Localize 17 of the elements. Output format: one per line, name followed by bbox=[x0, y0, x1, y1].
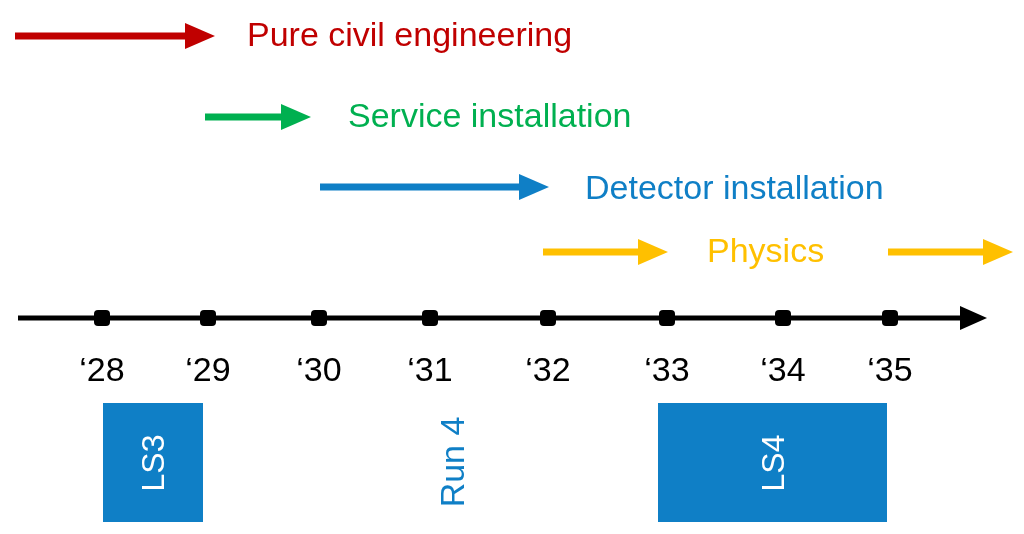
box-label: LS3 bbox=[137, 434, 169, 491]
year-label: ‘35 bbox=[866, 352, 914, 386]
year-label: ‘31 bbox=[406, 352, 454, 386]
year-label: ‘33 bbox=[643, 352, 691, 386]
year-label: ‘29 bbox=[184, 352, 232, 386]
legend-label: Pure civil engineering bbox=[247, 17, 573, 51]
period-label: Run 4 bbox=[435, 416, 469, 508]
shutdown-box bbox=[658, 403, 887, 522]
legend-label: Detector installation bbox=[585, 170, 884, 204]
shutdown-box bbox=[103, 403, 203, 522]
box-label: LS4 bbox=[756, 434, 789, 491]
year-label: ‘32 bbox=[524, 352, 572, 386]
year-label: ‘34 bbox=[759, 352, 807, 386]
year-label: ‘30 bbox=[295, 352, 343, 386]
legend-label: Service installation bbox=[348, 98, 632, 132]
legend-label: Physics bbox=[707, 233, 825, 267]
year-label: ‘28 bbox=[78, 352, 126, 386]
